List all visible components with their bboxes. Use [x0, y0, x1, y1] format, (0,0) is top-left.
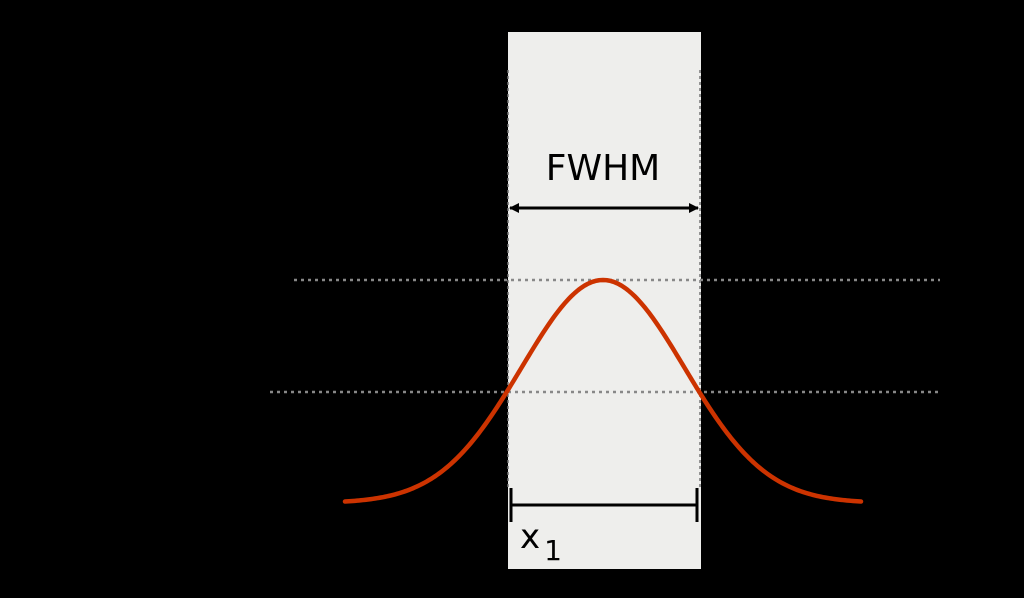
gaussian-curve — [342, 277, 864, 504]
x1-label-main: x — [520, 517, 540, 557]
fwhm-band — [508, 32, 701, 569]
x1-label-subscript: 1 — [544, 534, 562, 567]
fwhm-label: FWHM — [546, 148, 660, 189]
